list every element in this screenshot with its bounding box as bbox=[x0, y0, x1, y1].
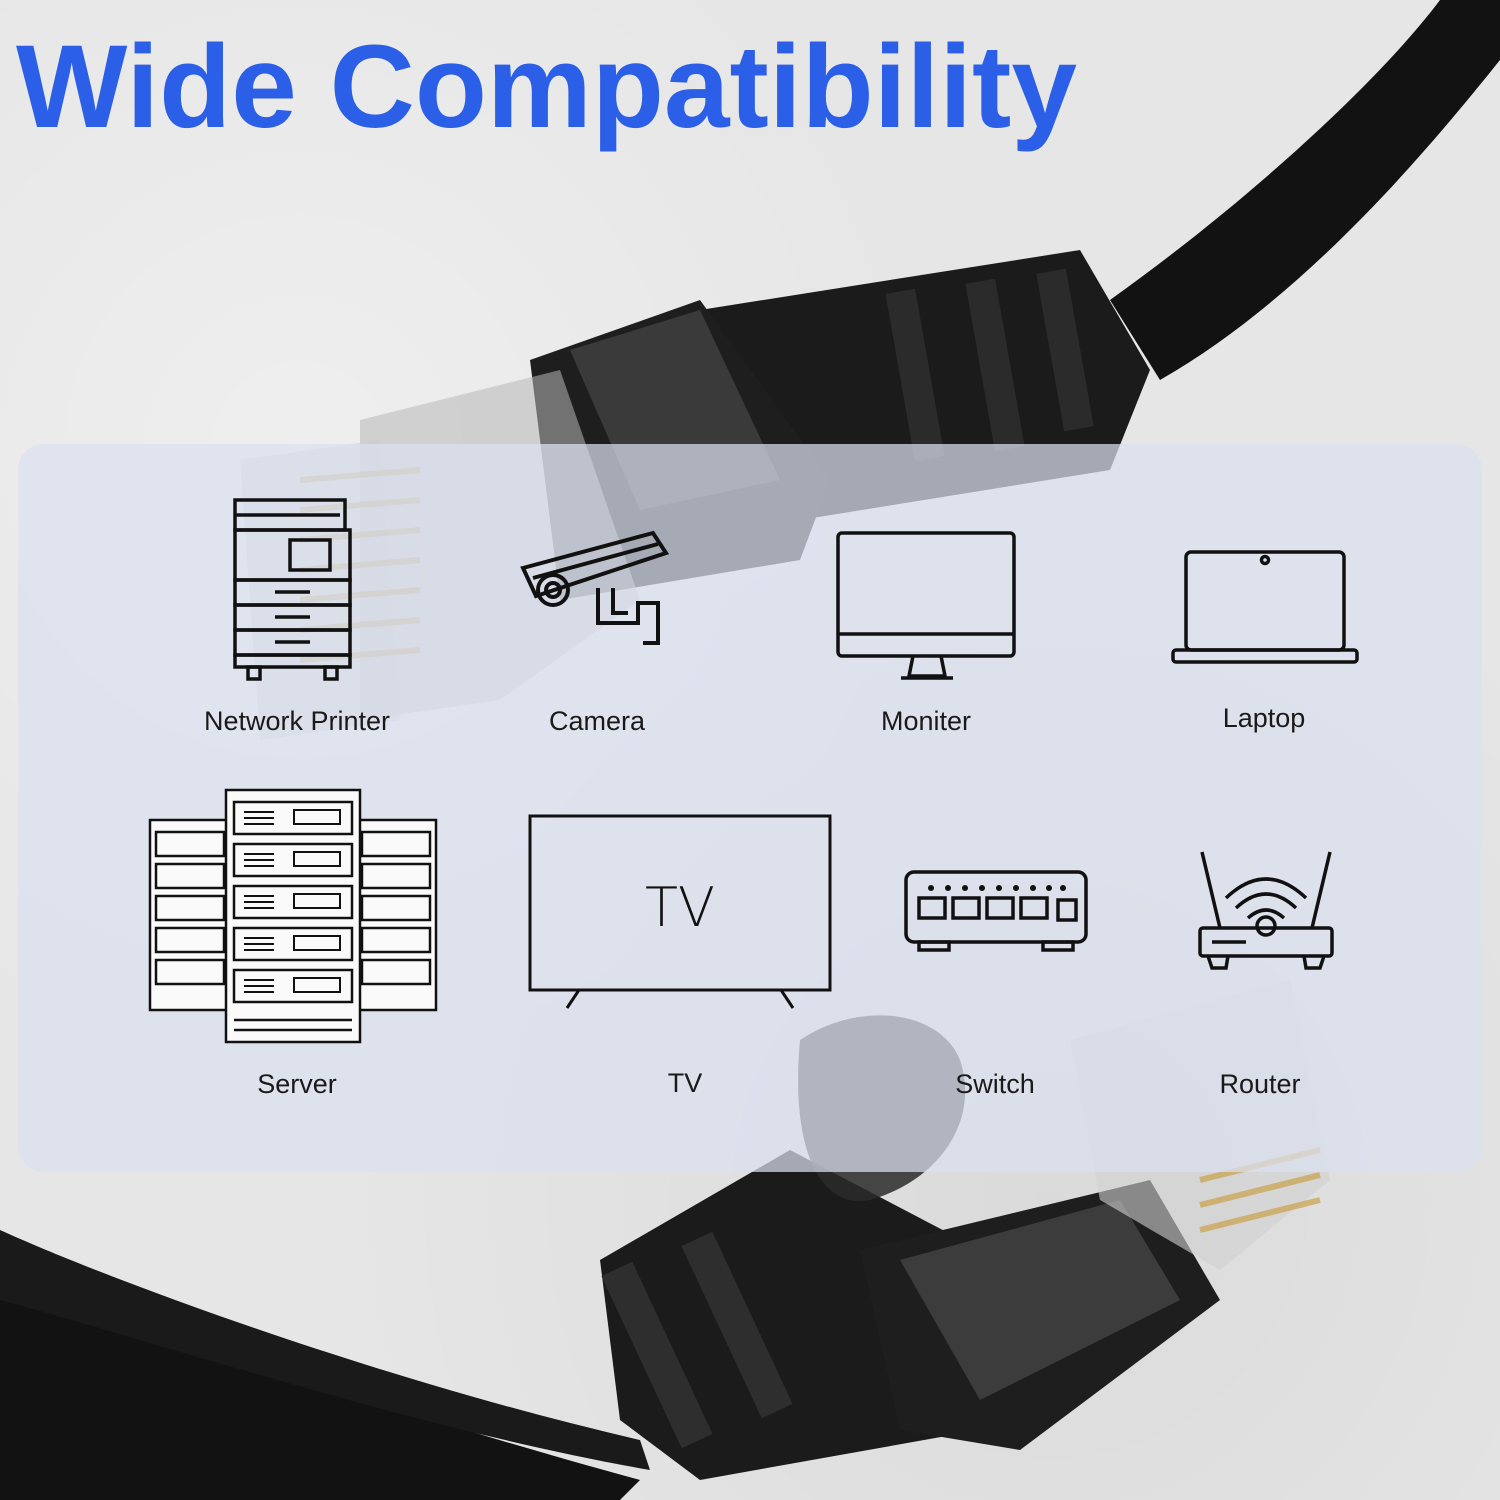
device-label: Network Printer bbox=[203, 706, 391, 736]
device-label: Camera bbox=[548, 706, 646, 736]
device-label: Router bbox=[1219, 1069, 1301, 1099]
server-rack-icon bbox=[148, 788, 438, 1044]
device-label: Moniter bbox=[880, 706, 972, 736]
device-label: Server bbox=[257, 1069, 337, 1099]
network-printer-icon bbox=[233, 498, 352, 681]
wifi-router-icon bbox=[1198, 851, 1334, 970]
tv-screen-text: TV bbox=[645, 876, 715, 939]
device-label: Switch bbox=[955, 1069, 1035, 1099]
page-title: Wide Compatibility bbox=[16, 21, 1077, 153]
tv-icon bbox=[528, 814, 832, 1009]
device-label: TV bbox=[667, 1068, 703, 1098]
security-camera-icon bbox=[520, 530, 670, 645]
monitor-icon bbox=[836, 531, 1016, 680]
network-switch-icon bbox=[904, 870, 1088, 952]
laptop-icon bbox=[1171, 550, 1359, 664]
device-label: Laptop bbox=[1222, 703, 1306, 733]
